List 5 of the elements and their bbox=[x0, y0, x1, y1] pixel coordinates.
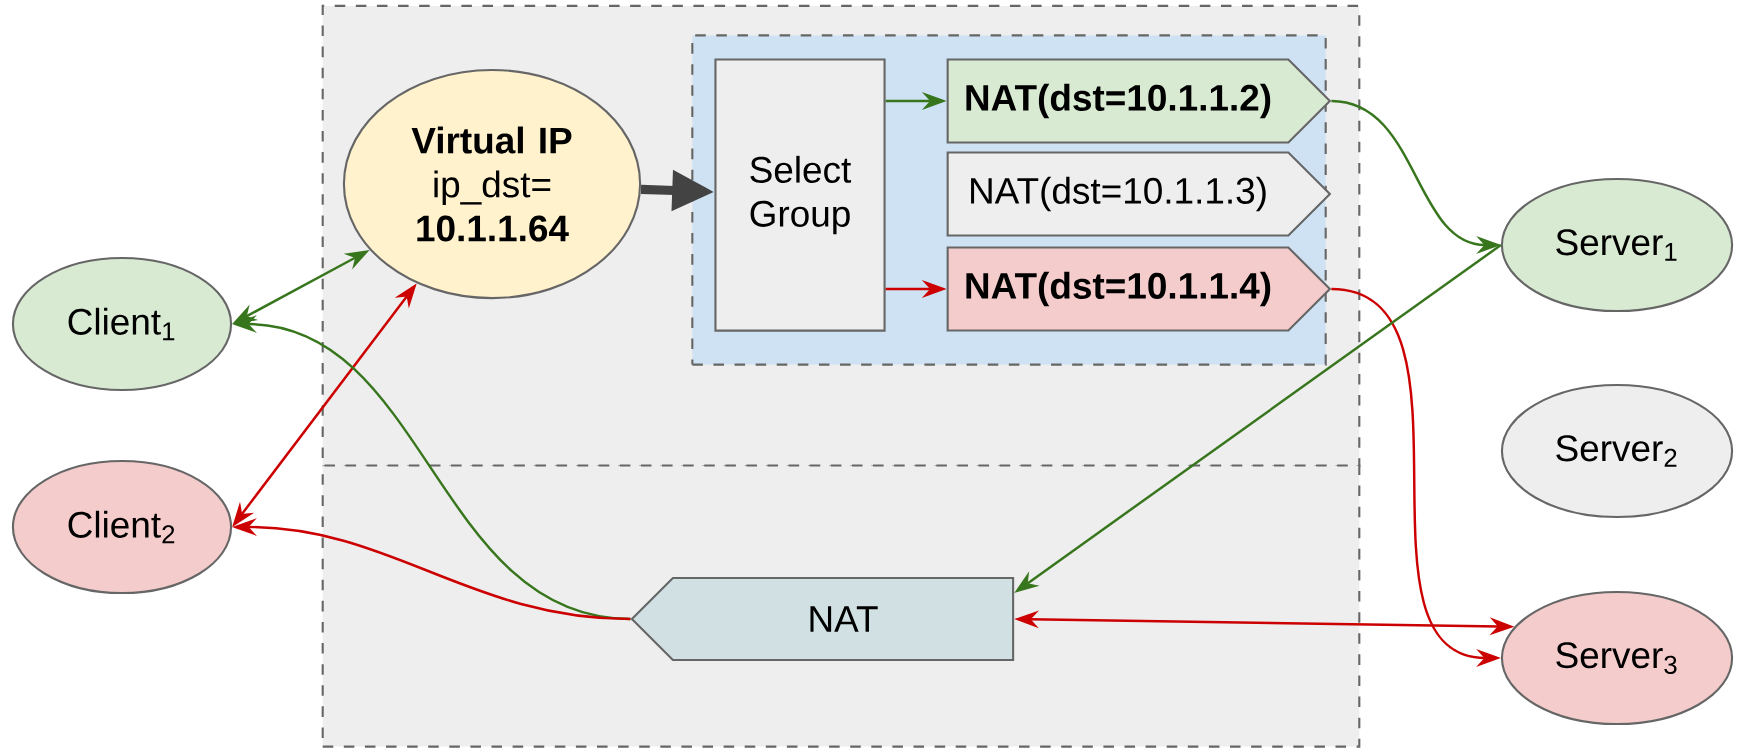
nat-action-box: NAT(dst=10.1.1.4) bbox=[946, 246, 1332, 332]
nat-box: NAT bbox=[630, 576, 1015, 662]
nat-action-box: NAT(dst=10.1.1.3) bbox=[946, 151, 1332, 237]
select-group-box: Select Group bbox=[714, 58, 886, 332]
nat-action-box: NAT(dst=10.1.1.2) bbox=[946, 58, 1332, 144]
